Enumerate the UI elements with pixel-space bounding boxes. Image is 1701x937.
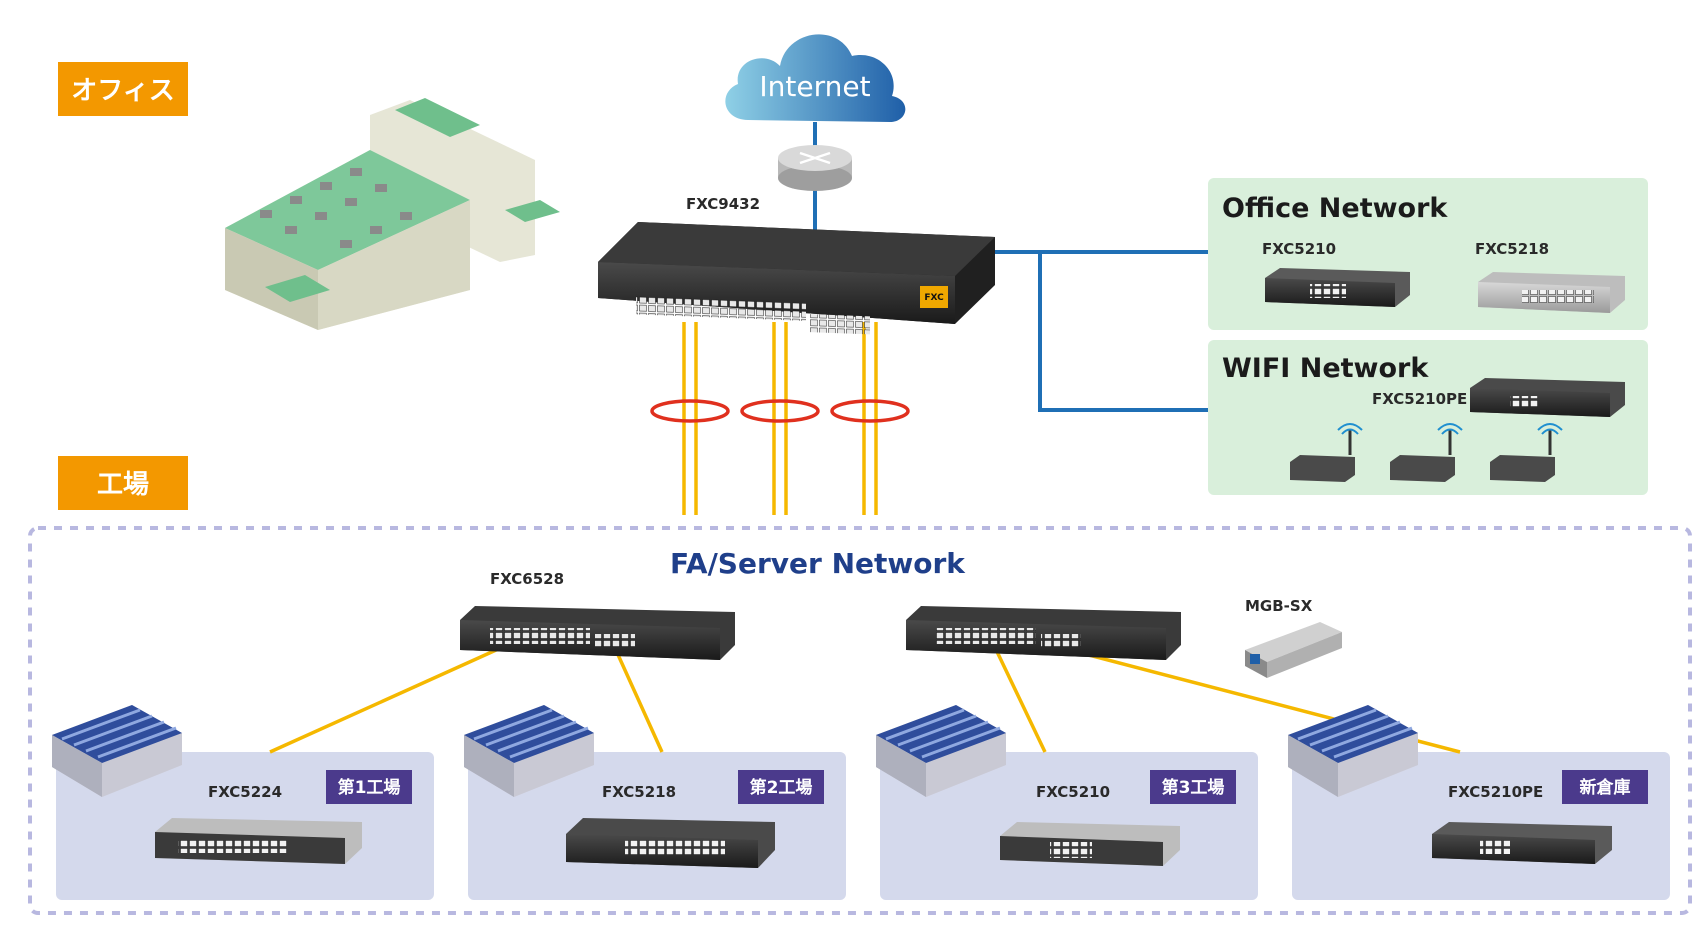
factory-icon <box>52 705 1418 797</box>
fa-switch-2 <box>906 606 1181 660</box>
fa-switch-1 <box>460 606 735 660</box>
office-zone-tag: オフィス <box>58 62 188 116</box>
router-icon <box>778 145 852 191</box>
site-switch-label-3: FXC5210 <box>1036 783 1110 801</box>
factory-zone-label: 工場 <box>97 470 149 500</box>
site-switch-1 <box>155 818 362 864</box>
office-network-title: Office Network <box>1222 193 1448 224</box>
access-point-icon <box>1290 423 1563 482</box>
office-device-label-2: FXC5218 <box>1475 240 1549 258</box>
core-switch: FXC <box>598 222 995 335</box>
office-building-icon <box>225 98 560 330</box>
fa-switch-label: FXC6528 <box>490 570 564 588</box>
wifi-switch <box>1470 378 1625 417</box>
core-switch-brand: FXC <box>924 293 944 303</box>
cloud-icon: Internet <box>725 34 906 123</box>
sfp-module-label: MGB-SX <box>1245 597 1313 615</box>
site-badge-4: 新倉庫 <box>1562 770 1648 804</box>
site-badge-label-1: 第1工場 <box>338 777 401 798</box>
sfp-module-icon <box>1245 622 1342 678</box>
site-switch-4 <box>1432 822 1612 864</box>
office-switch-1 <box>1265 268 1410 307</box>
wifi-network-title: WIFI Network <box>1222 353 1429 384</box>
site-switch-label-1: FXC5224 <box>208 783 282 801</box>
site-switch-label-2: FXC5218 <box>602 783 676 801</box>
fa-network-title: FA/Server Network <box>670 547 966 580</box>
site-badge-label-3: 第3工場 <box>1162 777 1225 798</box>
lag-links <box>682 322 878 515</box>
internet-label: Internet <box>759 70 870 103</box>
factory-zone-tag: 工場 <box>58 456 188 510</box>
site-switch-3 <box>1000 822 1180 866</box>
site-badge-label-2: 第2工場 <box>750 777 813 798</box>
factory-zone-frame <box>28 526 1692 915</box>
office-device-label-1: FXC5210 <box>1262 240 1336 258</box>
lag-rings <box>650 399 910 423</box>
site-badge-2: 第2工場 <box>738 770 824 804</box>
office-switch-2 <box>1478 272 1625 313</box>
wifi-switch-label: FXC5210PE <box>1372 390 1467 408</box>
site-badge-1: 第1工場 <box>326 770 412 804</box>
office-zone-label: オフィス <box>71 76 174 106</box>
site-switch-label-4: FXC5210PE <box>1448 783 1543 801</box>
site-switch-2 <box>566 818 775 868</box>
site-badge-label-4: 新倉庫 <box>1580 777 1631 798</box>
core-switch-label: FXC9432 <box>686 195 760 213</box>
site-badge-3: 第3工場 <box>1150 770 1236 804</box>
